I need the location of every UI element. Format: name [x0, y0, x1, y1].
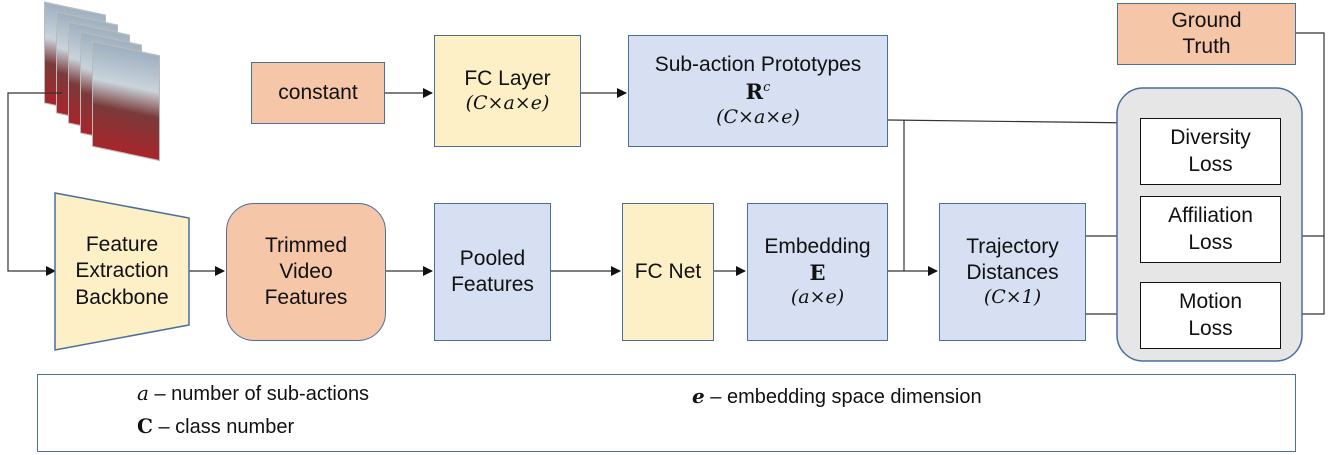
embedding-symbol: E — [809, 260, 826, 286]
trajectory-shape: (C×1) — [983, 286, 1042, 309]
trimmed-features-box: Trimmed Video Features — [226, 203, 386, 341]
affiliation-loss-label: Affiliation Loss — [1168, 204, 1253, 254]
embedding-box: Embedding E (a×e) — [747, 203, 888, 341]
ground-truth-label: Ground Truth — [1171, 8, 1242, 58]
fc-layer-shape: (C×a×e) — [465, 92, 550, 115]
ground-truth-box: Ground Truth — [1117, 3, 1296, 65]
fc-layer-label: FC Layer — [464, 67, 551, 90]
prototypes-shape: (C×a×e) — [716, 105, 800, 128]
prototypes-box: Sub-action Prototypes Rc (C×a×e) — [628, 35, 888, 147]
pooled-features-box: Pooled Features — [434, 203, 551, 341]
embedding-shape: (a×e) — [790, 286, 845, 309]
embedding-label: Embedding — [764, 234, 871, 258]
legend-c-text: – class number — [158, 416, 295, 438]
motion-loss-box: Motion Loss — [1140, 282, 1281, 349]
constant-label: constant — [278, 80, 358, 104]
fc-layer-box: FC Layer (C×a×e) — [434, 35, 581, 147]
trimmed-features-label: Trimmed Video Features — [264, 233, 348, 310]
trajectory-label: Trajectory Distances — [966, 234, 1059, 285]
trajectory-distances-box: Trajectory Distances (C×1) — [939, 203, 1086, 341]
diversity-loss-box: Diversity Loss — [1140, 118, 1281, 185]
legend-a-symbol: a — [137, 381, 149, 405]
prototypes-superscript: c — [763, 79, 771, 95]
legend-e-symbol: e — [692, 384, 705, 408]
legend-e-text: – embedding space dimension — [710, 386, 982, 408]
prototypes-label: Sub-action Prototypes — [654, 53, 862, 77]
fc-net-label: FC Net — [634, 259, 702, 283]
backbone-label: Feature Extraction Backbone — [75, 233, 169, 309]
diversity-loss-label: Diversity Loss — [1170, 126, 1251, 176]
constant-box: constant — [251, 62, 385, 124]
legend-c: C – class number — [137, 414, 294, 439]
prototypes-symbol-wrap: Rc — [746, 79, 771, 106]
video-frames-image — [44, 1, 164, 168]
affiliation-loss-box: Affiliation Loss — [1140, 196, 1281, 263]
legend-a: a – number of sub-actions — [137, 381, 369, 406]
legend-box — [37, 374, 1296, 452]
backbone-box: Feature Extraction Backbone — [55, 218, 189, 325]
pooled-features-label: Pooled Features — [451, 246, 534, 296]
legend-a-text: – number of sub-actions — [154, 383, 370, 405]
legend-e: e – embedding space dimension — [692, 384, 982, 409]
motion-loss-label: Motion Loss — [1178, 290, 1243, 340]
legend-c-symbol: C — [137, 414, 153, 438]
prototypes-symbol: R — [745, 78, 764, 104]
fc-net-box: FC Net — [622, 203, 714, 341]
